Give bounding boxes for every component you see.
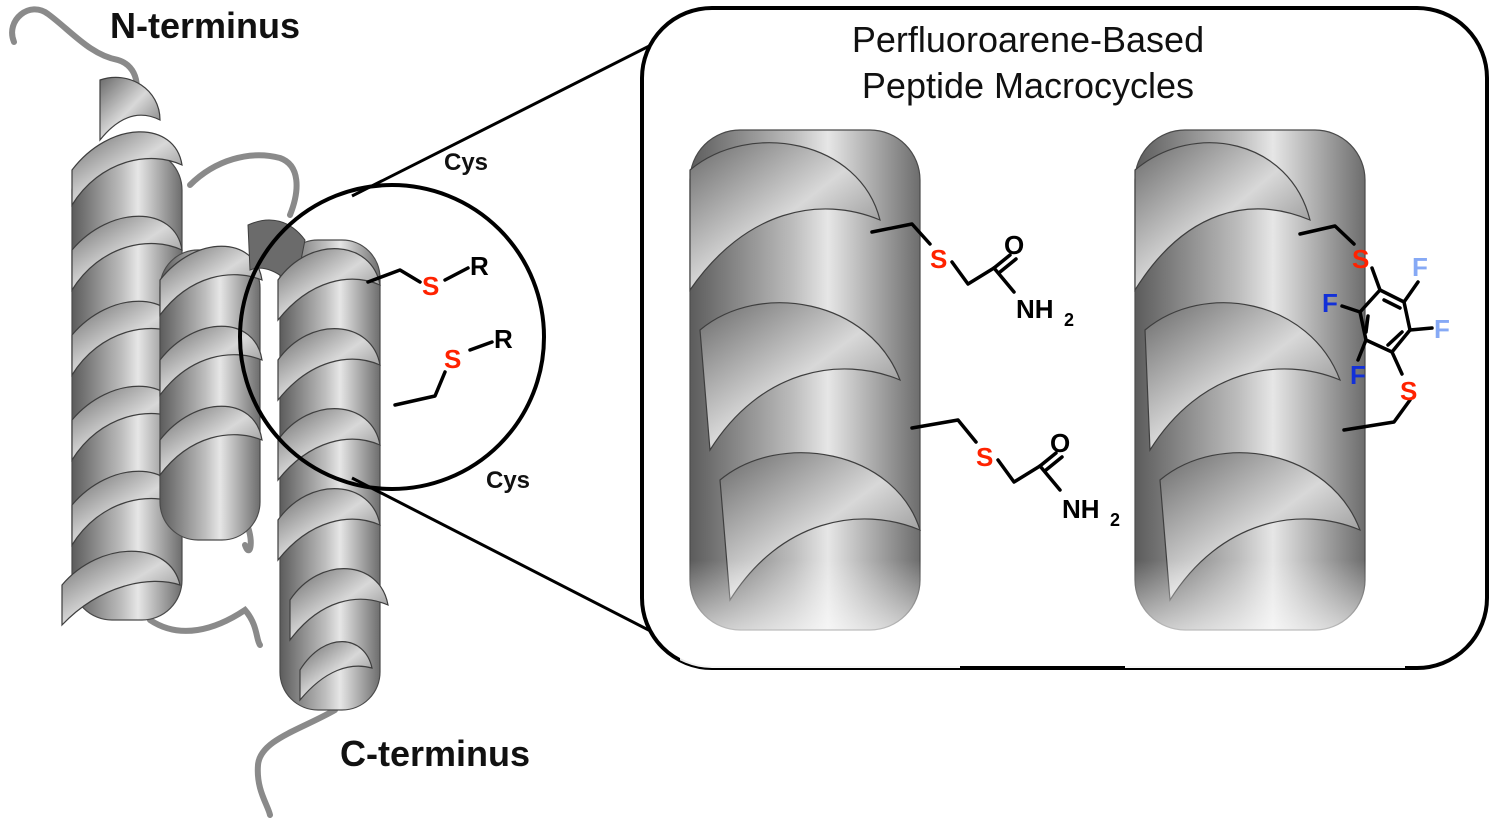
structure-acetamide: S O NH 2 S O NH 2 xyxy=(870,222,1120,530)
panel-helix-right xyxy=(1125,129,1405,668)
helix-1 xyxy=(61,76,183,627)
fluorine-bottom-left: F xyxy=(1350,360,1366,390)
amine-bottom: NH xyxy=(1062,494,1100,524)
protein-bundle xyxy=(9,6,389,818)
helix-3 xyxy=(247,219,389,711)
magnifier-circle xyxy=(238,183,546,491)
zoom-r-bottom: R xyxy=(494,324,513,354)
zoom-circle: S R S R xyxy=(238,26,686,642)
panel-title-line2: Peptide Macrocycles xyxy=(862,65,1194,106)
amine-top-subscript: 2 xyxy=(1064,310,1074,330)
amine-bottom-subscript: 2 xyxy=(1110,510,1120,530)
c-terminus-label: C-terminus xyxy=(340,733,530,774)
zoom-r-top: R xyxy=(470,251,489,281)
amine-top: NH xyxy=(1016,294,1054,324)
zoom-sulfur-top: S xyxy=(422,271,439,301)
panel-title-line1: Perfluoroarene-Based xyxy=(852,19,1204,60)
cys-label-top: Cys xyxy=(444,149,488,176)
fluorine-right: F xyxy=(1434,314,1450,344)
sulfur-bottom-right: S xyxy=(1400,376,1417,406)
structure-perfluoroarene: S S F F F F xyxy=(1298,224,1450,432)
oxygen-bottom: O xyxy=(1050,428,1070,458)
zoom-line-bottom xyxy=(351,476,669,642)
sulfur-top-right: S xyxy=(1352,244,1369,274)
fluorine-left: F xyxy=(1322,288,1338,318)
panel-helix-left xyxy=(680,129,960,668)
oxygen-top: O xyxy=(1004,230,1024,260)
sulfur-top-left: S xyxy=(930,244,947,274)
cys-label-bottom: Cys xyxy=(486,467,530,494)
n-terminus-label: N-terminus xyxy=(110,5,300,46)
fluorine-top-right: F xyxy=(1412,252,1428,282)
zoom-sulfur-bottom: S xyxy=(444,344,461,374)
helix-2 xyxy=(159,245,263,541)
macrocycle-panel: Perfluoroarene-Based Peptide Macrocycles xyxy=(640,6,1489,670)
sulfur-bottom-left: S xyxy=(976,442,993,472)
zoom-line-top xyxy=(351,26,686,198)
